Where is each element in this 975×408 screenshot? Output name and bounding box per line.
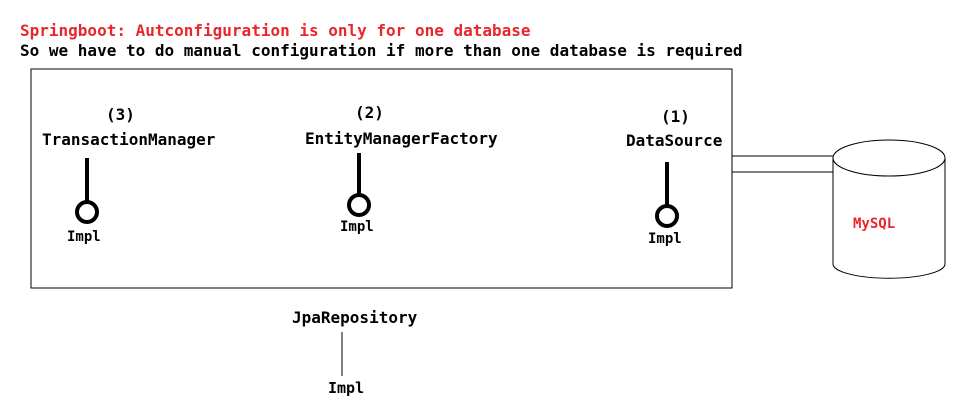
jparepository-impl-label: Impl <box>328 379 365 397</box>
entitymanagerfactory-label: EntityManagerFactory <box>305 129 498 148</box>
transactionmanager-label: TransactionManager <box>42 130 216 149</box>
datasource-label: DataSource <box>626 131 723 150</box>
jparepository-label: JpaRepository <box>292 308 418 327</box>
transactionmanager-impl-label: Impl <box>67 229 101 245</box>
entitymanagerfactory-impl-icon <box>347 193 371 217</box>
entitymanagerfactory-number: (2) <box>355 103 384 122</box>
datasource-impl-label: Impl <box>648 231 682 247</box>
transactionmanager-impl-icon <box>75 200 99 224</box>
configuration-box <box>30 68 733 289</box>
datasource-impl-icon <box>655 204 679 228</box>
database-cylinder-icon <box>832 139 946 279</box>
transactionmanager-number: (3) <box>106 105 135 124</box>
entitymanagerfactory-impl-label: Impl <box>340 219 374 235</box>
datasource-number: (1) <box>661 107 690 126</box>
diagram-subtitle: So we have to do manual configuration if… <box>20 41 743 60</box>
diagram-title: Springboot: Autconfiguration is only for… <box>20 21 531 40</box>
database-label: MySQL <box>853 216 896 232</box>
